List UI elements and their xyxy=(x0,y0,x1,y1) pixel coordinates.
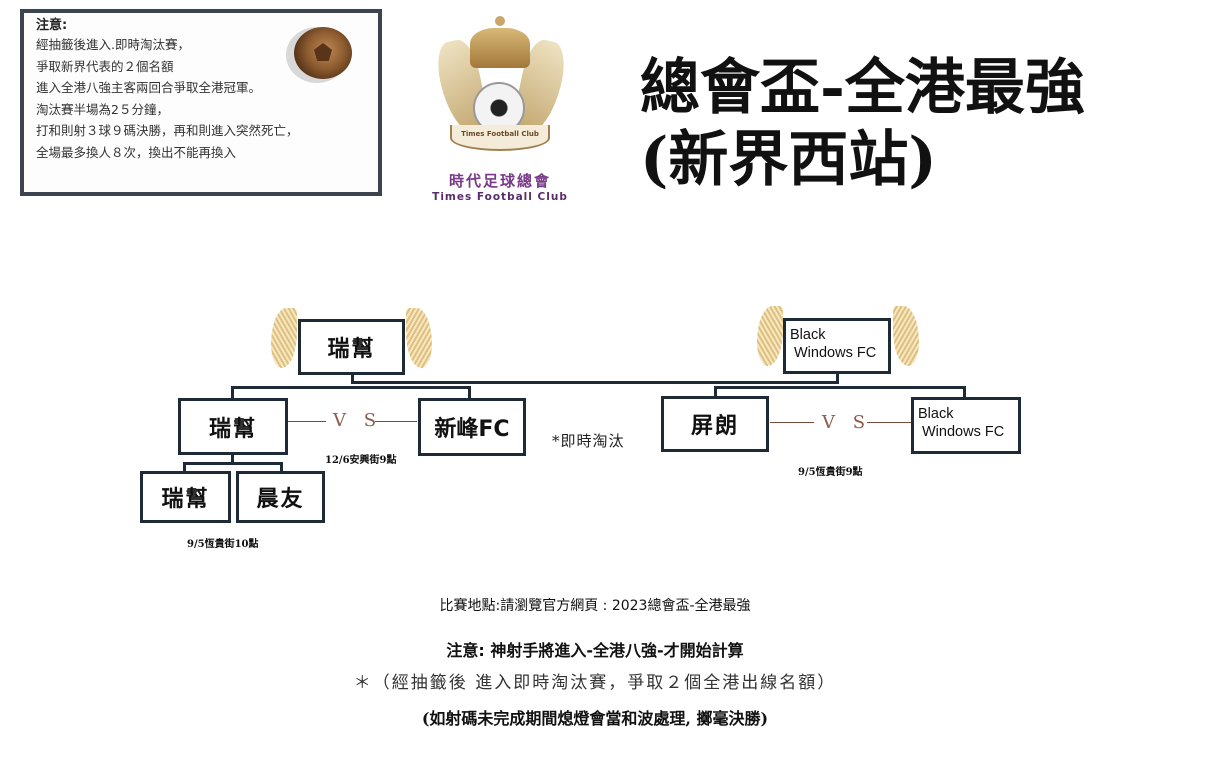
penalty-note: (如射碼未完成期間熄燈會當和波處理, 擲毫決勝) xyxy=(421,709,769,728)
title-line-2: (新界西站) xyxy=(640,125,937,195)
connector xyxy=(714,386,717,398)
logo-ribbon: Times Football Club xyxy=(450,125,550,151)
vs-line xyxy=(375,421,417,422)
connector xyxy=(280,462,283,472)
match-venue: 9/5恆貴街9點 xyxy=(798,467,863,478)
notice-line: 淘汰賽半場為2５分鐘， xyxy=(36,101,169,117)
connector xyxy=(351,373,354,383)
club-name-cn: 時代足球總會 xyxy=(448,172,551,190)
notice-line: 打和則射３球９碼決勝，再和則進入突然死亡， xyxy=(36,123,299,138)
final-connector xyxy=(351,381,839,384)
laurel-icon xyxy=(757,306,783,366)
notice-line: 爭取新界代表的２個名額 xyxy=(36,58,174,74)
connector xyxy=(836,373,839,383)
match-venue: 12/6安興街9點 xyxy=(325,455,397,466)
left-semi-team-a: 瑞幫 xyxy=(178,398,288,455)
left-winner-box: 瑞幫 xyxy=(298,319,405,375)
right-semi-team-b: Black Windows FC xyxy=(911,397,1021,454)
connector xyxy=(468,386,471,400)
vs-line xyxy=(867,422,911,423)
team-name-line: Windows FC xyxy=(794,345,877,361)
scorer-note: 注意: 神射手將進入-全港八強-才開始計算 xyxy=(446,641,744,660)
notice-title: 注意: xyxy=(36,18,68,33)
vs-label: V S xyxy=(333,410,383,431)
vs-label: V S xyxy=(822,412,872,433)
club-logo: Times Football Club 時代足球總會 Times Footbal… xyxy=(420,10,580,210)
draw-note: ＊（經抽籤後 進入即時淘汰賽，爭取２個全港出線名額） xyxy=(353,673,837,693)
notice-line: 進入全港八強主客兩回合爭取全港冠軍。 xyxy=(36,80,262,95)
title-line-1: 總會盃-全港最強 xyxy=(640,53,1085,123)
left-qf-team-b: 晨友 xyxy=(236,471,325,523)
right-semi-connector xyxy=(714,386,966,389)
crown-icon xyxy=(470,16,530,68)
laurel-icon xyxy=(406,308,432,368)
knockout-note: *即時淘汰 xyxy=(552,432,625,450)
vs-line xyxy=(288,421,326,422)
left-qf-team-a: 瑞幫 xyxy=(140,471,231,523)
notice-line: 經抽籤後進入.即時淘汰賽， xyxy=(36,37,190,52)
match-venue: 9/5恆貴街10點 xyxy=(187,539,259,550)
notice-line: 全場最多換人８次，換出不能再換入 xyxy=(36,144,237,160)
team-name-line: Black xyxy=(918,406,954,422)
right-winner-box: Black Windows FC xyxy=(783,318,891,374)
notice-box: 注意: 經抽籤後進入.即時淘汰賽， 爭取新界代表的２個名額 進入全港八強主客兩回… xyxy=(20,9,382,196)
connector xyxy=(231,386,234,400)
football-icon xyxy=(294,27,352,79)
left-qf-connector xyxy=(183,462,283,465)
team-name-line: Windows FC xyxy=(922,424,1005,440)
venue-info: 比賽地點:請瀏覽官方網頁 : 2023總會盃-全港最強 xyxy=(439,598,751,614)
team-name-line: Black xyxy=(790,327,826,343)
laurel-icon xyxy=(893,306,919,366)
laurel-icon xyxy=(271,308,297,368)
page-title: 總會盃-全港最強 (新界西站) xyxy=(640,52,1085,196)
right-semi-team-a: 屏朗 xyxy=(661,396,769,452)
vs-line xyxy=(770,422,814,423)
left-semi-team-b: 新峰FC xyxy=(418,398,526,456)
connector xyxy=(963,386,966,399)
left-semi-connector xyxy=(231,386,471,389)
connector xyxy=(183,462,186,472)
club-name-en: Times Football Club xyxy=(432,191,568,203)
connector xyxy=(231,454,234,464)
